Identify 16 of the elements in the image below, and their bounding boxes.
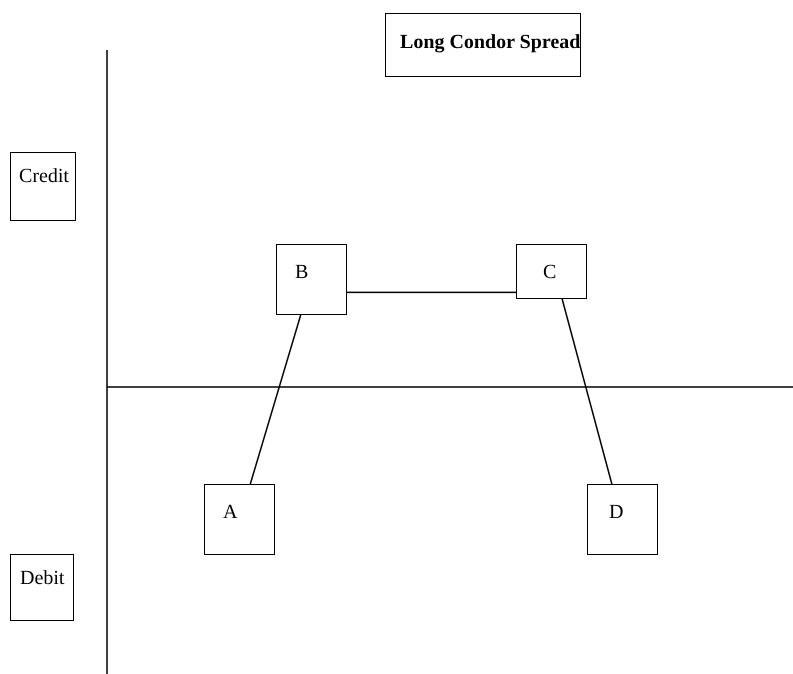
box-label: D bbox=[609, 501, 624, 524]
label-box bbox=[587, 484, 658, 555]
box-label: Credit bbox=[19, 165, 69, 188]
box-label: C bbox=[543, 261, 556, 284]
connector-line bbox=[250, 314, 302, 484]
connector-line bbox=[561, 298, 613, 484]
connector-line bbox=[347, 292, 516, 294]
label-box bbox=[516, 244, 587, 299]
box-label: Debit bbox=[20, 567, 64, 590]
box-label: A bbox=[223, 501, 238, 524]
title-box: Long Condor Spread bbox=[385, 13, 581, 77]
label-box bbox=[204, 484, 275, 555]
label-box bbox=[276, 244, 347, 315]
label-box bbox=[10, 152, 76, 221]
label-box bbox=[10, 554, 74, 621]
box-label: B bbox=[295, 261, 308, 284]
